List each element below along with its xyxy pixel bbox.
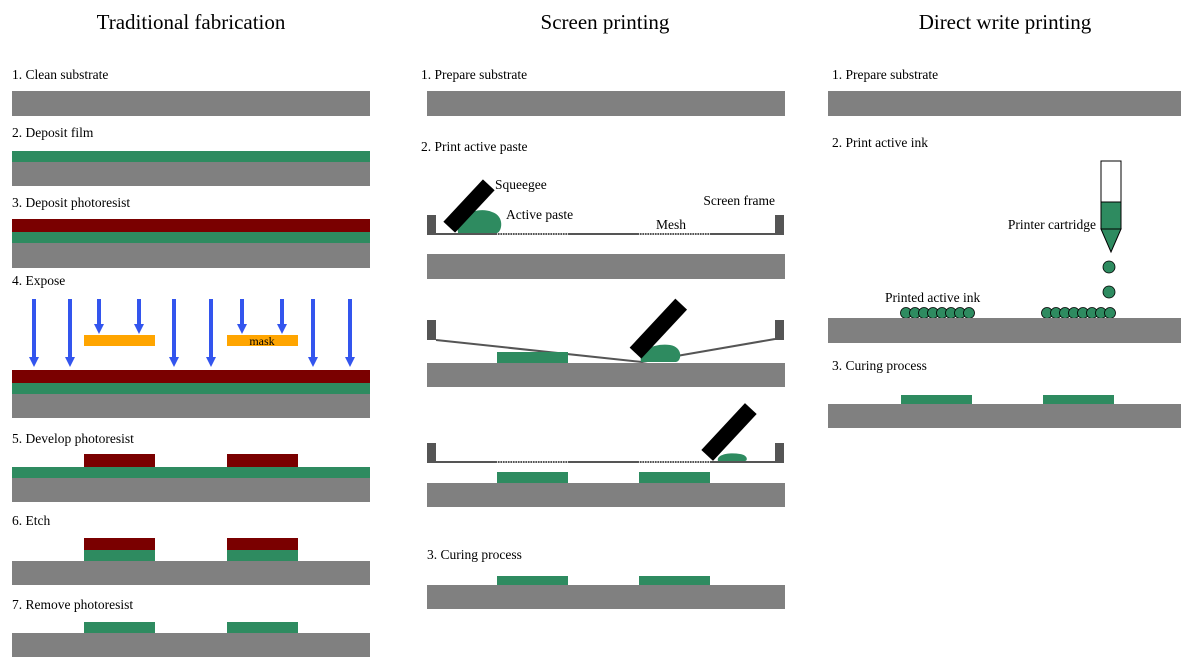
film-layer bbox=[12, 467, 370, 478]
substrate bbox=[828, 318, 1181, 343]
substrate bbox=[12, 394, 370, 418]
direct-write-column: 1. Prepare substrate 2. Print active ink… bbox=[828, 67, 1181, 428]
cured-ink bbox=[1043, 395, 1114, 405]
squeegee-label: Squeegee bbox=[495, 177, 547, 192]
printer-cartridge-ink bbox=[1100, 201, 1122, 230]
substrate bbox=[12, 162, 370, 186]
substrate bbox=[427, 91, 785, 116]
substrate bbox=[427, 483, 785, 507]
substrate bbox=[12, 633, 370, 657]
substrate bbox=[427, 254, 785, 279]
step-label: 3. Deposit photoresist bbox=[12, 195, 130, 210]
substrate bbox=[828, 404, 1181, 428]
substrate bbox=[427, 363, 785, 387]
step-label: 3. Curing process bbox=[832, 358, 927, 373]
printed-paste bbox=[497, 472, 568, 483]
printed-ink-dots-left bbox=[900, 307, 975, 319]
screen-frame-post bbox=[775, 215, 784, 235]
step-label: 1. Prepare substrate bbox=[421, 67, 527, 82]
printed-ink-label: Printed active ink bbox=[885, 290, 980, 305]
substrate bbox=[12, 561, 370, 585]
mask-label: mask bbox=[249, 334, 274, 348]
photoresist-block bbox=[227, 454, 298, 467]
film-block bbox=[227, 550, 298, 561]
photoresist-layer bbox=[12, 370, 370, 383]
film-layer bbox=[12, 232, 370, 243]
ink-droplet bbox=[1102, 260, 1116, 274]
screen-printing-column: 1. Prepare substrate 2. Print active pas… bbox=[421, 67, 785, 609]
screen-frame-post bbox=[427, 443, 436, 463]
active-paste bbox=[640, 344, 681, 362]
film-block bbox=[84, 622, 155, 633]
step-label: 1. Clean substrate bbox=[12, 67, 108, 82]
substrate bbox=[427, 585, 785, 609]
step-label: 5. Develop photoresist bbox=[12, 431, 134, 446]
printed-paste bbox=[497, 352, 568, 363]
printed-ink-dots-right bbox=[1041, 307, 1116, 319]
step-label: 3. Curing process bbox=[427, 547, 522, 562]
mask-bar bbox=[227, 335, 298, 346]
screen-frame-post bbox=[775, 443, 784, 463]
mesh-label: Mesh bbox=[656, 217, 686, 232]
screen-frame-post bbox=[427, 320, 436, 340]
photoresist-block bbox=[84, 454, 155, 467]
step-label: 4. Expose bbox=[12, 273, 65, 288]
step-label: 1. Prepare substrate bbox=[832, 67, 938, 82]
substrate bbox=[12, 478, 370, 502]
cured-paste bbox=[639, 576, 710, 586]
squeegee bbox=[629, 298, 688, 359]
column-title-screen: Screen printing bbox=[541, 10, 670, 34]
mesh bbox=[435, 338, 776, 364]
mask-bar bbox=[84, 335, 155, 346]
film-layer bbox=[12, 151, 370, 162]
photoresist-block bbox=[227, 538, 298, 550]
column-title-traditional: Traditional fabrication bbox=[97, 10, 286, 34]
film-block bbox=[227, 622, 298, 633]
traditional-column: 1. Clean substrate 2. Deposit film 3. De… bbox=[12, 67, 370, 657]
column-title-direct: Direct write printing bbox=[919, 10, 1092, 34]
printer-cartridge-nozzle bbox=[1100, 228, 1122, 254]
step-label: 7. Remove photoresist bbox=[12, 597, 133, 612]
squeegee bbox=[443, 179, 495, 233]
substrate bbox=[828, 91, 1181, 116]
printed-paste bbox=[639, 472, 710, 483]
screen-frame-post bbox=[775, 320, 784, 340]
step-label: 2. Print active ink bbox=[832, 135, 928, 150]
screen-frame-post bbox=[427, 215, 436, 235]
squeegee bbox=[701, 403, 757, 461]
substrate bbox=[12, 243, 370, 268]
step-label: 2. Deposit film bbox=[12, 125, 94, 140]
step-label: 6. Etch bbox=[12, 513, 50, 528]
ink-droplet bbox=[1102, 285, 1116, 299]
cured-paste bbox=[497, 576, 568, 586]
active-paste bbox=[717, 453, 747, 461]
screen-frame-label: Screen frame bbox=[703, 193, 775, 208]
printer-cartridge-label: Printer cartridge bbox=[1008, 217, 1096, 232]
photoresist-layer bbox=[12, 219, 370, 232]
substrate bbox=[12, 91, 370, 116]
printer-cartridge-body bbox=[1100, 160, 1122, 203]
step-label: 2. Print active paste bbox=[421, 139, 527, 154]
film-layer bbox=[12, 383, 370, 394]
uv-light-arrows bbox=[29, 299, 355, 367]
active-paste-label: Active paste bbox=[506, 207, 573, 222]
photoresist-block bbox=[84, 538, 155, 550]
film-block bbox=[84, 550, 155, 561]
cured-ink bbox=[901, 395, 972, 405]
